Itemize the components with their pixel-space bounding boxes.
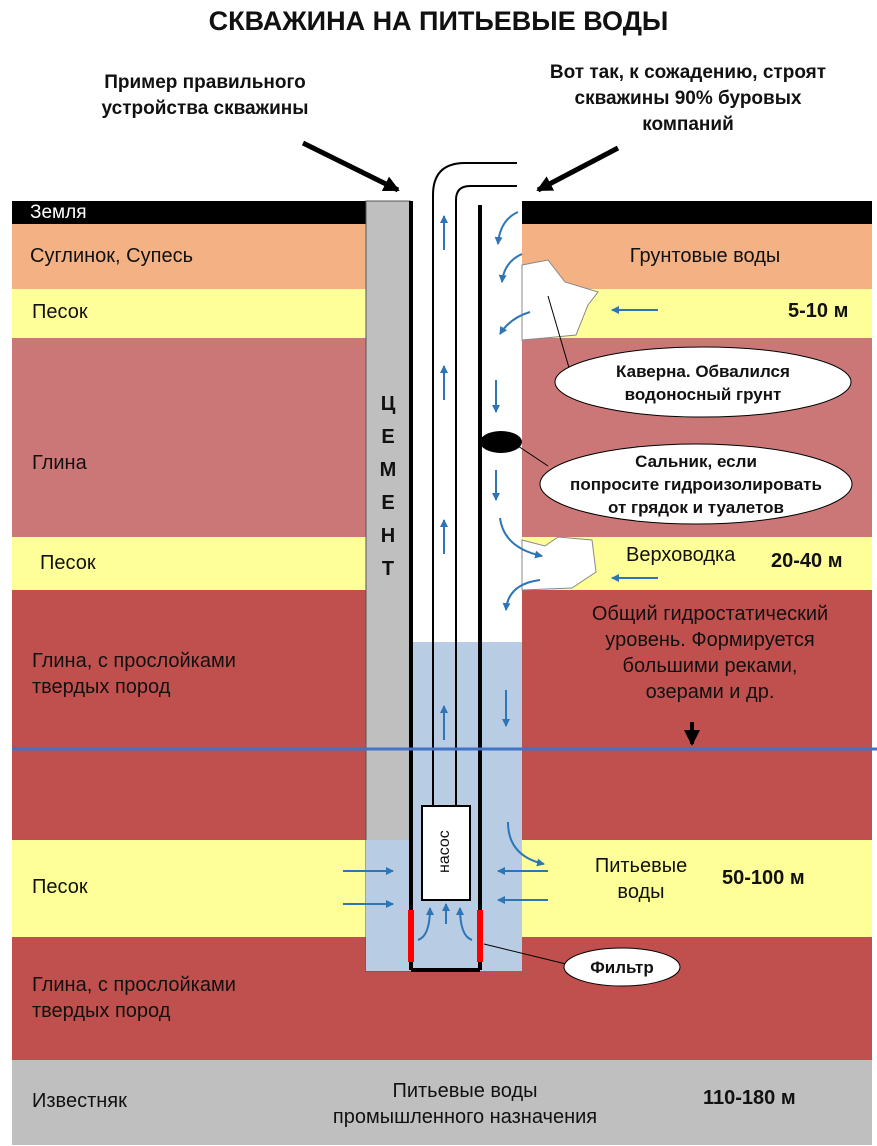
- label-glina-hard-1-line-2: твердых пород: [32, 676, 171, 698]
- label-pesok-1: Песок: [32, 301, 88, 323]
- leader-caverna: [547, 295, 573, 379]
- flow-arrow-filter-left: [417, 907, 434, 941]
- flow-arrows: [343, 211, 658, 941]
- callout-leaders: [483, 295, 573, 965]
- caption-incorrect-line-3: компаний: [642, 114, 734, 135]
- label-pesok-3: Песок: [32, 876, 88, 898]
- callout-bubbles: [539, 346, 853, 987]
- label-glina: Глина: [32, 452, 87, 474]
- caption-correct-line-2: устройства скважины: [101, 98, 309, 119]
- cavity-verkhovodka: [521, 536, 597, 591]
- label-hydrostatic-line-1: Общий гидростатический: [591, 603, 829, 625]
- flow-arrow-in-cavity-1: [498, 253, 523, 283]
- callout-salnik: Сальник, если попросите гидроизолировать…: [540, 450, 852, 519]
- salnik-seal-icon: [480, 431, 522, 453]
- page-title: СКВАЖИНА НА ПИТЬЕВЫЕ ВОДЫ: [208, 6, 669, 36]
- arrow-right-pointer: [536, 145, 620, 193]
- arrow-left-pointer: [301, 140, 400, 193]
- flow-arrow-down-1: [494, 211, 519, 245]
- label-hydrostatic: Общий гидростатический уровень. Формируе…: [560, 601, 860, 705]
- label-hydrostatic-line-2: уровень. Формируется: [605, 629, 815, 651]
- label-pitevye-vody-line-2: воды: [617, 881, 665, 903]
- callout-filter: Фильтр: [590, 958, 654, 977]
- label-zemlya: Земля: [30, 202, 87, 223]
- callout-caverna-line-1: Каверна. Обвалился: [616, 362, 790, 381]
- flow-arrow-in-cavity-2: [499, 311, 531, 335]
- cement-letter-1: Ц: [380, 393, 396, 415]
- label-izvestnyak: Известняк: [32, 1090, 127, 1112]
- cement-letter-6: Т: [381, 558, 395, 580]
- label-pitevye-vody: Питьевые воды: [566, 853, 716, 905]
- cement-letter-5: Н: [380, 525, 396, 547]
- leader-filter: [483, 943, 567, 965]
- depth-20-40: 20-40 м: [771, 550, 843, 572]
- flow-arrow-out-bottom: [507, 821, 545, 867]
- label-industrial-water-line-1: Питьевые воды: [392, 1080, 538, 1102]
- label-industrial-water: Питьевые воды промышленного назначения: [290, 1078, 640, 1130]
- layer-limestone: [12, 1060, 872, 1145]
- label-suglinok: Суглинок, Супесь: [30, 245, 193, 267]
- label-gruntovye-vody: Грунтовые воды: [629, 245, 781, 267]
- label-glina-hard-1: Глина, с прослойками твердых пород: [32, 648, 236, 700]
- caption-incorrect-line-2: скважины 90% буровых: [574, 88, 802, 109]
- callout-filter-bubble: [563, 947, 681, 987]
- label-pitevye-vody-line-1: Питьевые: [594, 855, 688, 877]
- flow-arrow-filter-right: [456, 907, 473, 941]
- depth-5-10: 5-10 м: [788, 300, 849, 322]
- depth-110-180: 110-180 м: [703, 1087, 796, 1109]
- label-glina-hard-2-line-2: твердых пород: [32, 1000, 171, 1022]
- label-industrial-water-line-2: промышленного назначения: [332, 1106, 598, 1128]
- callout-caverna-line-2: водоносный грунт: [624, 385, 782, 404]
- flow-arrow-in-cavity-3: [502, 579, 541, 611]
- label-verkhovodka: Верховодка: [626, 544, 736, 566]
- label-glina-hard-2-line-1: Глина, с прослойками: [32, 974, 236, 996]
- callout-salnik-line-3: от грядок и туалетов: [608, 498, 784, 517]
- cement-letter-3: М: [379, 459, 397, 481]
- leader-salnik: [517, 445, 549, 467]
- flow-arrow-out-cavity: [499, 517, 543, 559]
- callout-salnik-line-1: Сальник, если: [635, 452, 757, 471]
- cement-letter-4: Е: [381, 492, 395, 514]
- label-hydrostatic-line-4: озерами и др.: [645, 681, 775, 703]
- pipe-inner: [455, 185, 517, 808]
- pump-label: насос: [436, 830, 453, 874]
- label-glina-hard-2: Глина, с прослойками твердых пород: [32, 972, 236, 1024]
- cavity-top: [521, 259, 599, 341]
- callout-caverna-bubble: [554, 346, 852, 418]
- label-pesok-2: Песок: [40, 552, 96, 574]
- pump-body: [421, 805, 471, 901]
- cement-label: Ц Е М Е Н Т: [366, 388, 410, 586]
- label-glina-hard-1-line-1: Глина, с прослойками: [32, 650, 236, 672]
- pointer-arrows: [301, 140, 700, 746]
- pipe-outer: [432, 162, 517, 808]
- depth-50-100: 50-100 м: [722, 867, 805, 889]
- caption-incorrect-line-1: Вот так, к сожадению, строят: [549, 62, 827, 83]
- cavities: [480, 259, 599, 591]
- caption-incorrect: Вот так, к сожадению, строят скважины 90…: [498, 60, 877, 138]
- caption-correct: Пример правильного устройства скважины: [40, 70, 370, 122]
- caption-correct-line-1: Пример правильного: [104, 72, 306, 93]
- callout-salnik-line-2: попросите гидроизолировать: [570, 475, 822, 494]
- callout-salnik-bubble: [539, 443, 853, 525]
- label-hydrostatic-line-3: большими реками,: [622, 655, 798, 677]
- callout-caverna: Каверна. Обвалился водоносный грунт: [560, 360, 846, 406]
- cement-letter-2: Е: [381, 426, 395, 448]
